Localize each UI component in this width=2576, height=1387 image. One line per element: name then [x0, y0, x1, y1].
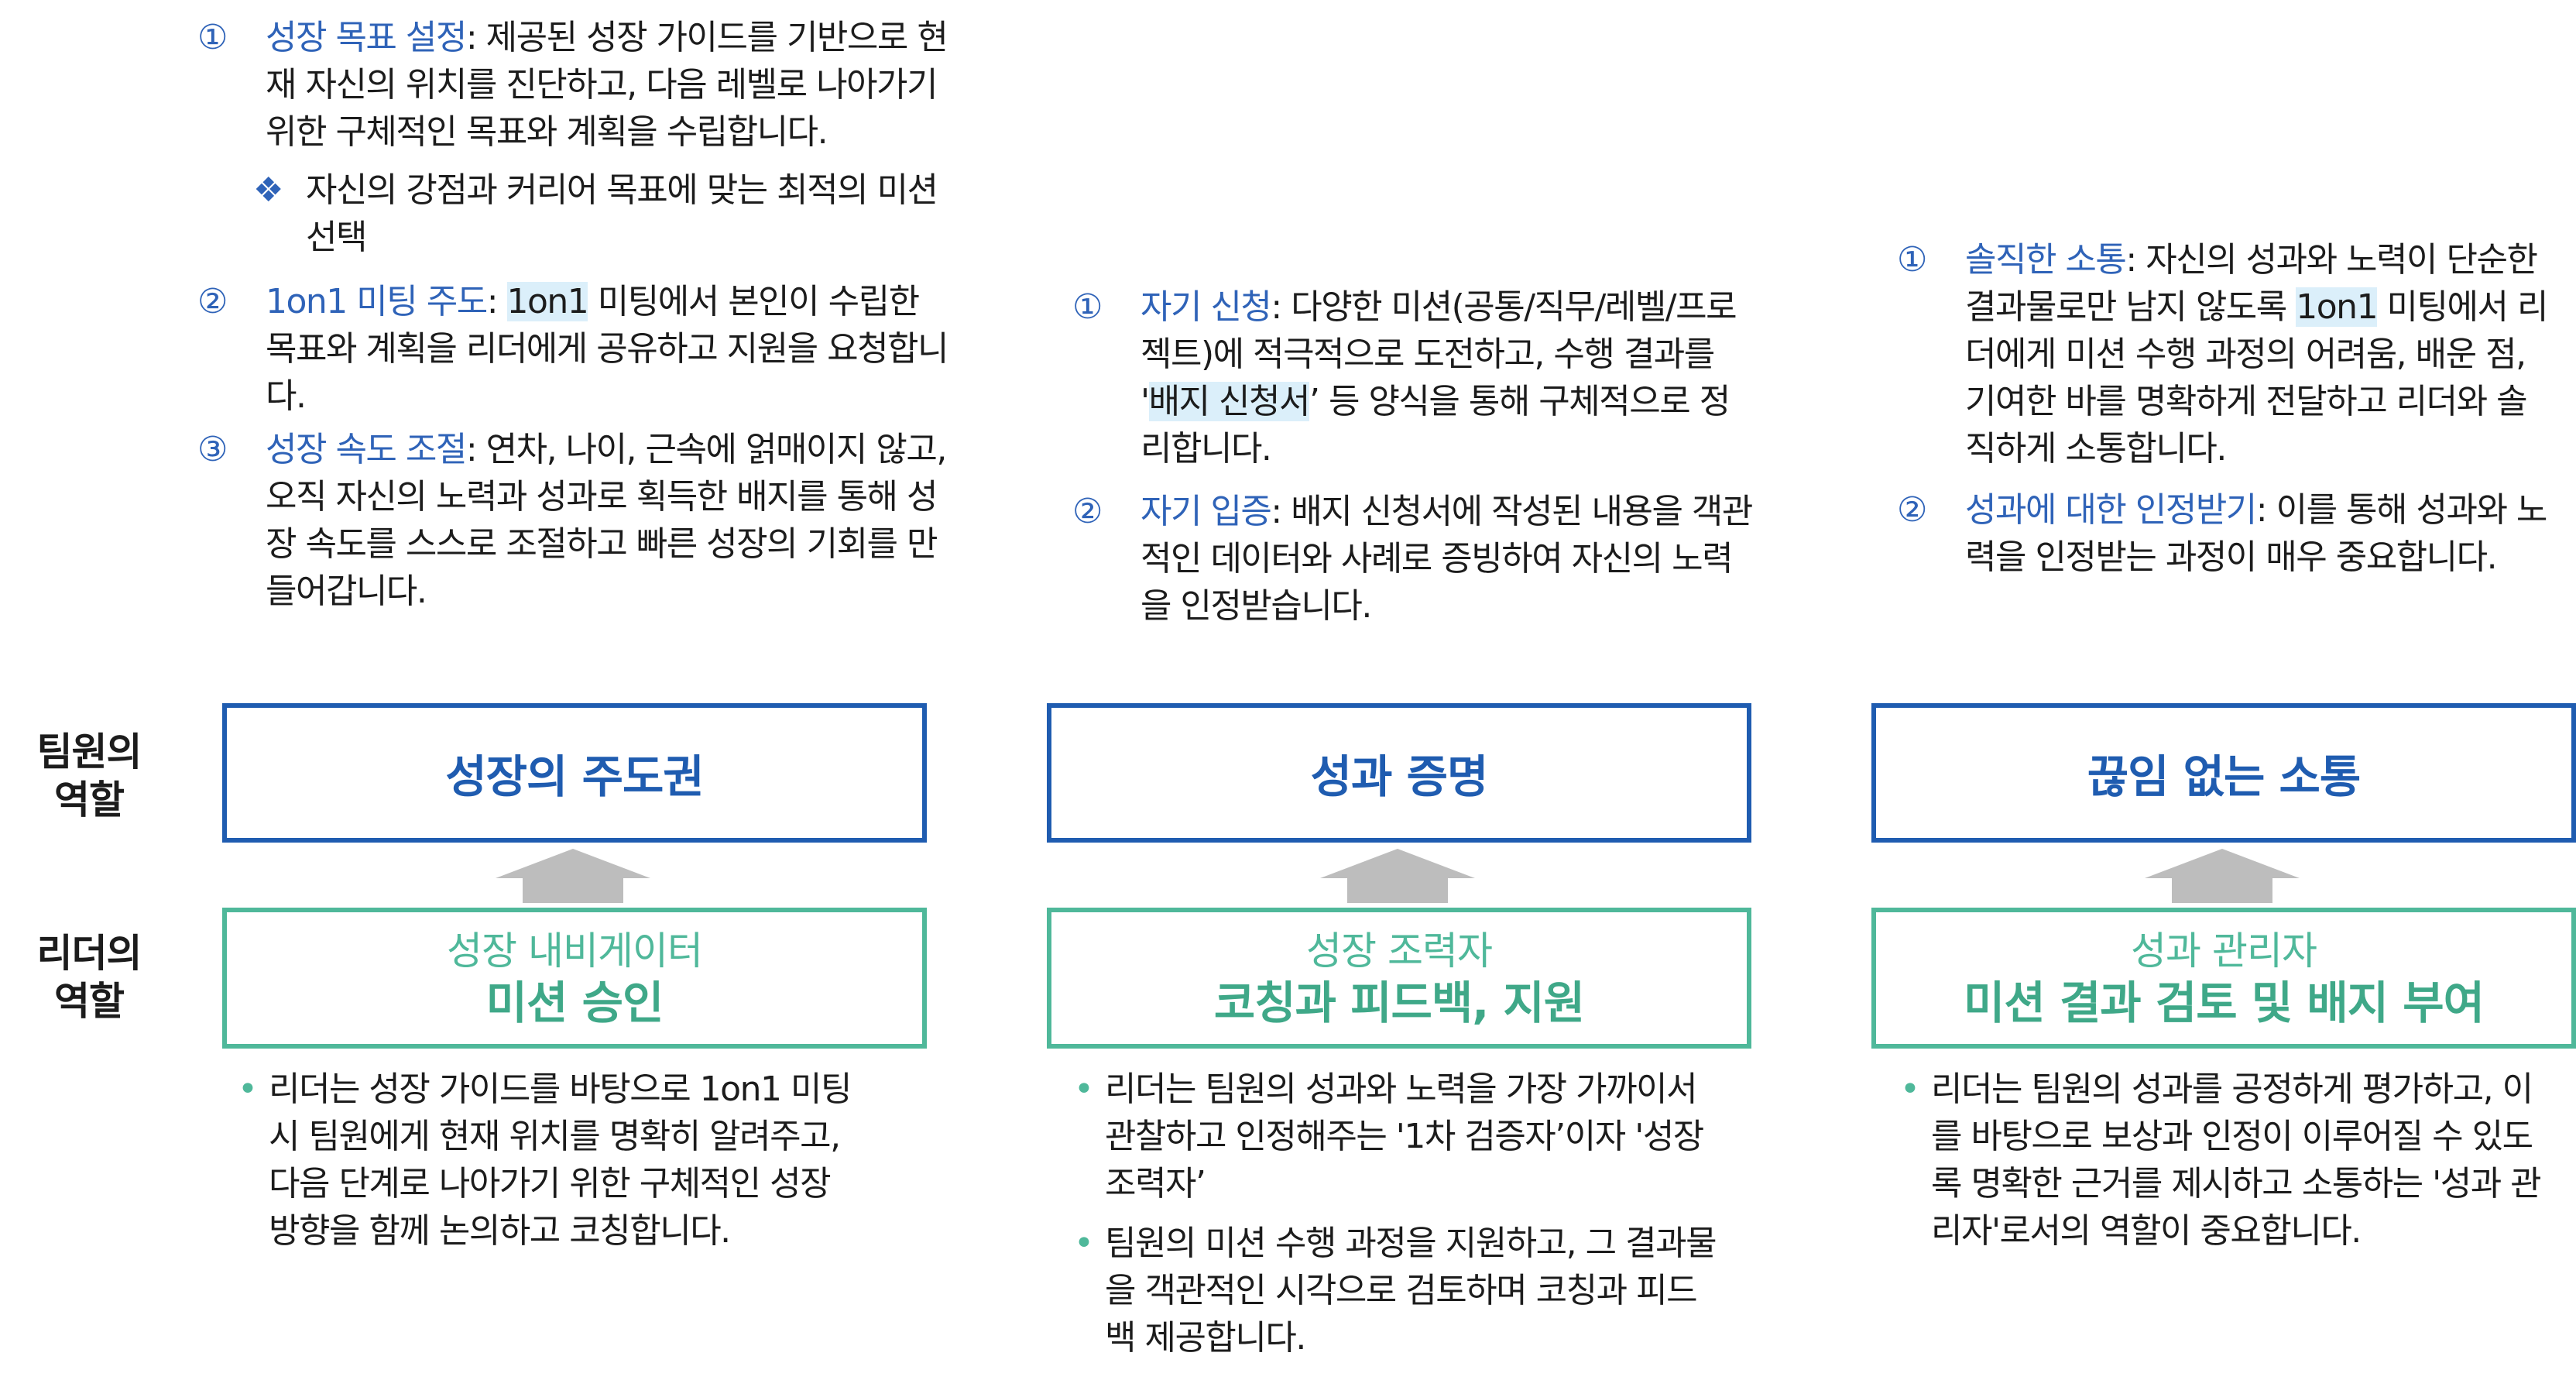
- leader-role-box: 성과 관리자 미션 결과 검토 및 배지 부여: [1871, 908, 2576, 1049]
- item-body: : 다양한 미션(공통/직무/레벨/프로젝트)에 적극적으로 도전하고, 수행 …: [1141, 287, 1737, 421]
- highlight-text: 1on1: [506, 282, 589, 321]
- item-title: 성장 속도 조절: [266, 430, 467, 469]
- item-body: : 연차, 나이, 근속에 얽매이지 않고, 오직 자신의 노력과 성과로 획득…: [266, 430, 947, 611]
- team-item: ① 자기 신청: 다양한 미션(공통/직무/레벨/프로젝트)에 적극적으로 도전…: [1072, 283, 1754, 472]
- leader-role-title: 성장 조력자: [1306, 929, 1493, 973]
- team-items-col-2: ① 자기 신청: 다양한 미션(공통/직무/레벨/프로젝트)에 적극적으로 도전…: [1072, 283, 1754, 636]
- team-role-box: 성장의 주도권: [222, 703, 927, 843]
- circled-number: ②: [197, 282, 228, 321]
- item-sep: :: [486, 282, 507, 321]
- highlight-text: 배지 신청서: [1148, 382, 1311, 421]
- up-arrow-icon: [496, 849, 650, 903]
- sub-item-text: 자신의 강점과 커리어 목표에 맞는 최적의 미션 선택: [306, 170, 938, 257]
- team-role-box: 성과 증명: [1047, 703, 1751, 843]
- item-body: : 이를 통해 성과와 노력을 인정받는 과정이 매우 중요합니다.: [1965, 490, 2547, 577]
- team-items-col-1: ① 성장 목표 설정: 제공된 성장 가이드를 기반으로 현재 자신의 위치를 …: [197, 14, 956, 621]
- team-role-box: 끊임 없는 소통: [1871, 703, 2576, 843]
- diamond-bullet-icon: ❖: [253, 170, 283, 210]
- list-item: • 팀원의 미션 수행 과정을 지원하고, 그 결과물을 객관적인 시각으로 검…: [1071, 1220, 1721, 1361]
- up-arrow-icon: [2145, 849, 2300, 903]
- bullet-dot-icon: •: [238, 1069, 258, 1109]
- circled-number: ①: [1072, 287, 1103, 327]
- leader-role-label: 리더의 역할: [36, 931, 142, 1024]
- bullet-text: 리더는 팀원의 성과와 노력을 가장 가까이서 관찰하고 인정해주는 '1차 검…: [1105, 1069, 1704, 1203]
- leader-bullets-col-2: • 리더는 팀원의 성과와 노력을 가장 가까이서 관찰하고 인정해주는 '1차…: [1071, 1066, 1721, 1374]
- list-item: • 리더는 팀원의 성과와 노력을 가장 가까이서 관찰하고 인정해주는 '1차…: [1071, 1066, 1721, 1207]
- bullet-dot-icon: •: [1074, 1224, 1094, 1263]
- item-title: 자기 신청: [1141, 287, 1272, 327]
- circled-number: ①: [197, 18, 228, 57]
- team-item: ① 솔직한 소통: 자신의 성과와 노력이 단순한 결과물로만 남지 않도록 1…: [1897, 236, 2555, 472]
- team-item: ② 자기 입증: 배지 신청서에 작성된 내용을 객관적인 데이터와 사례로 증…: [1072, 488, 1754, 630]
- leader-role-box: 성장 조력자 코칭과 피드백, 지원: [1047, 908, 1751, 1049]
- leader-role-title: 성과 관리자: [2131, 929, 2317, 973]
- item-title: 성장 목표 설정: [266, 18, 467, 57]
- bullet-text: 리더는 성장 가이드를 바탕으로 1on1 미팅 시 팀원에게 현재 위치를 명…: [269, 1069, 852, 1251]
- highlight-text: 1on1: [2296, 287, 2379, 327]
- item-body: 미팅에서 리더에게 미션 수행 과정의 어려움, 배운 점, 기여한 바를 명확…: [1965, 287, 2548, 469]
- leader-role-action: 코칭과 피드백, 지원: [1213, 977, 1585, 1029]
- up-arrow-icon: [1320, 849, 1475, 903]
- leader-bullets-col-3: • 리더는 팀원의 성과를 공정하게 평가하고, 이를 바탕으로 보상과 인정이…: [1897, 1066, 2547, 1267]
- team-item: ② 성과에 대한 인정받기: 이를 통해 성과와 노력을 인정받는 과정이 매우…: [1897, 486, 2555, 581]
- team-items-col-3: ① 솔직한 소통: 자신의 성과와 노력이 단순한 결과물로만 남지 않도록 1…: [1897, 236, 2555, 587]
- team-item: ② 1on1 미팅 주도: 1on1 미팅에서 본인이 수립한 목표와 계획을 …: [197, 278, 956, 420]
- leader-role-action: 미션 승인: [485, 977, 664, 1029]
- leader-role-title: 성장 내비게이터: [447, 929, 703, 973]
- item-body: 미팅에서 본인이 수립한 목표와 계획을 리더에게 공유하고 지원을 요청합니다…: [266, 282, 949, 416]
- circled-number: ②: [1072, 492, 1103, 531]
- list-item: • 리더는 성장 가이드를 바탕으로 1on1 미팅 시 팀원에게 현재 위치를…: [235, 1066, 854, 1255]
- team-item: ③ 성장 속도 조절: 연차, 나이, 근속에 얽매이지 않고, 오직 자신의 …: [197, 426, 956, 615]
- bullet-dot-icon: •: [1074, 1069, 1094, 1109]
- team-item: ① 성장 목표 설정: 제공된 성장 가이드를 기반으로 현재 자신의 위치를 …: [197, 14, 956, 156]
- team-role-label: 팀원의 역할: [36, 730, 142, 822]
- list-item: • 리더는 팀원의 성과를 공정하게 평가하고, 이를 바탕으로 보상과 인정이…: [1897, 1066, 2547, 1255]
- item-title: 1on1 미팅 주도: [266, 282, 488, 321]
- item-body: ’ 등 양식을 통해 구체적으로 정리합니다.: [1141, 382, 1730, 469]
- item-title: 솔직한 소통: [1965, 240, 2127, 280]
- circled-number: ②: [1897, 490, 1927, 530]
- bullet-text: 리더는 팀원의 성과를 공정하게 평가하고, 이를 바탕으로 보상과 인정이 이…: [1931, 1069, 2542, 1251]
- item-body: : 배지 신청서에 작성된 내용을 객관적인 데이터와 사례로 증빙하여 자신의…: [1141, 492, 1753, 626]
- item-body: : 자신의 성과와 노력이 단순한 결과물로만 남지 않도록: [1965, 240, 2538, 327]
- leader-role-box: 성장 내비게이터 미션 승인: [222, 908, 927, 1049]
- item-title: 자기 입증: [1141, 492, 1272, 531]
- bullet-dot-icon: •: [1900, 1069, 1920, 1109]
- leader-bullets-col-1: • 리더는 성장 가이드를 바탕으로 1on1 미팅 시 팀원에게 현재 위치를…: [235, 1066, 854, 1267]
- bullet-text: 팀원의 미션 수행 과정을 지원하고, 그 결과물을 객관적인 시각으로 검토하…: [1105, 1224, 1717, 1358]
- circled-number: ①: [1897, 240, 1927, 280]
- item-title: 성과에 대한 인정받기: [1965, 490, 2257, 530]
- sub-item: ❖ 자신의 강점과 커리어 목표에 맞는 최적의 미션 선택: [197, 167, 956, 261]
- circled-number: ③: [197, 430, 228, 469]
- leader-role-action: 미션 결과 검토 및 배지 부여: [1964, 977, 2485, 1029]
- item-body: : 제공된 성장 가이드를 기반으로 현재 자신의 위치를 진단하고, 다음 레…: [266, 18, 948, 152]
